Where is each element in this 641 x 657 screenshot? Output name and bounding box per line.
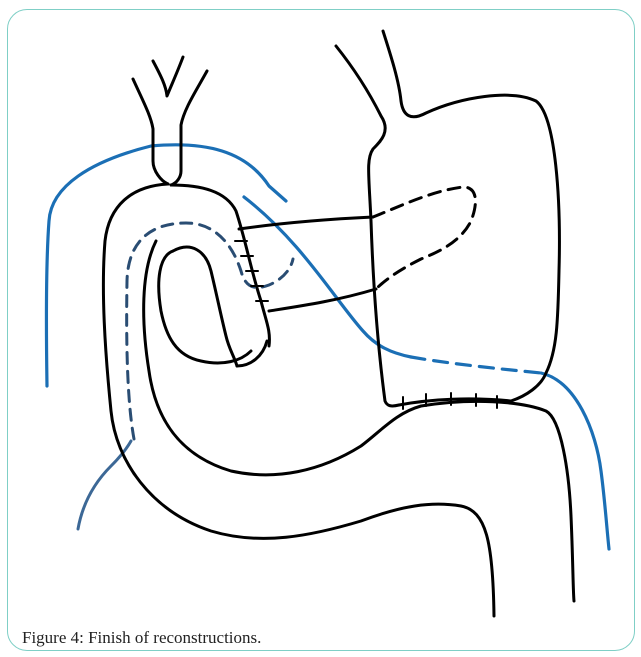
figure-frame: Figure 4: Finish of reconstructions. [7,9,635,651]
stomach-outline-right [383,31,559,401]
anastomosis-bottom [269,289,376,311]
loop-inner-upper [171,185,269,346]
y-structure-right [171,71,207,185]
anastomosis-top [239,217,373,229]
limb-inner-cap [237,341,267,366]
vessel-right-solid-lower [541,373,609,549]
y-structure-left [133,79,168,184]
limb-inner [159,251,251,363]
reconstruction-diagram [7,9,635,651]
limb-inner-top [173,247,237,366]
y-structure-notch [153,57,183,96]
vessel-right-dashed [411,357,541,373]
stomach-pouch-dashed [373,187,475,289]
figure-caption: Figure 4: Finish of reconstructions. [22,628,261,648]
